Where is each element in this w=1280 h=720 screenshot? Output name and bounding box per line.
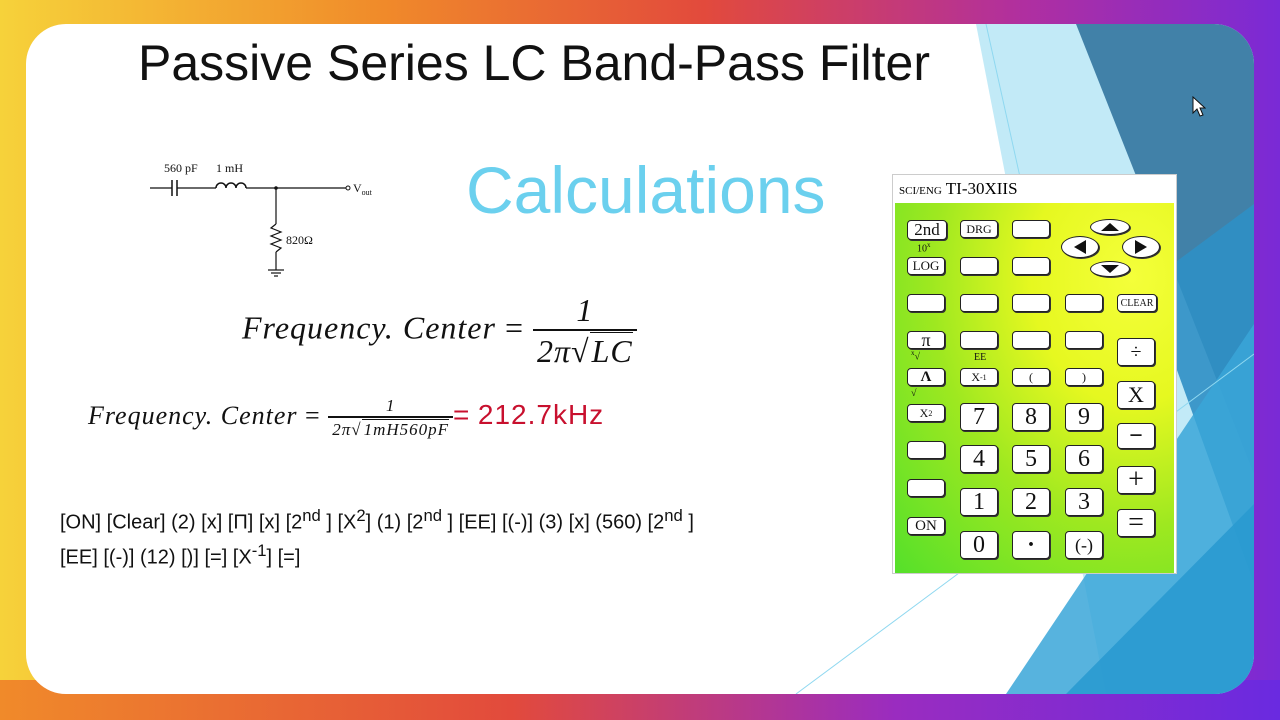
on-key[interactable]: ON bbox=[907, 517, 945, 535]
blank-key-r4c4[interactable] bbox=[1065, 331, 1103, 349]
power-key[interactable]: Λ bbox=[907, 368, 945, 386]
drg-key[interactable]: DRG bbox=[960, 220, 998, 238]
center-frequency-formula: Frequency. Center = 1 2π√LC bbox=[242, 292, 637, 370]
resistor-zigzag bbox=[269, 223, 283, 253]
second-key[interactable]: 2nd bbox=[907, 220, 947, 240]
blank-key-r8c1[interactable] bbox=[907, 479, 945, 497]
blank-key-r1c3[interactable] bbox=[1012, 220, 1050, 238]
pi-key[interactable]: π bbox=[907, 330, 945, 350]
result-value: 212.7kHz bbox=[477, 398, 605, 430]
digit-2-key[interactable]: 2 bbox=[1012, 488, 1050, 516]
divide-key[interactable]: ÷ bbox=[1117, 338, 1155, 366]
digit-1-key[interactable]: 1 bbox=[960, 488, 998, 516]
sqrt-icon: √ bbox=[351, 420, 362, 439]
mouse-pointer-icon bbox=[1192, 96, 1206, 117]
keystroke-line-1: [ON] [Clear] (2) [x] [Π] [x] [2nd ] [X2]… bbox=[60, 506, 694, 534]
sqrt-label: √ bbox=[911, 388, 917, 399]
arrow-down-icon[interactable] bbox=[1090, 261, 1130, 277]
inductor-coil bbox=[215, 182, 247, 189]
formula-fraction: 1 2π√LC bbox=[533, 292, 637, 370]
blank-key-r3c3[interactable] bbox=[1012, 294, 1050, 312]
digit-3-key[interactable]: 3 bbox=[1065, 488, 1103, 516]
substituted-numerator: 1 bbox=[385, 396, 396, 415]
formula-equals: = bbox=[504, 309, 524, 346]
digit-8-key[interactable]: 8 bbox=[1012, 403, 1050, 431]
digit-5-key[interactable]: 5 bbox=[1012, 445, 1050, 473]
substituted-equals: = bbox=[305, 400, 321, 430]
reciprocal-key[interactable]: X-1 bbox=[960, 368, 998, 386]
sqrt-icon: √ bbox=[571, 333, 590, 369]
slide-title: Passive Series LC Band-Pass Filter bbox=[138, 35, 930, 91]
digit-6-key[interactable]: 6 bbox=[1065, 445, 1103, 473]
clear-key[interactable]: CLEAR bbox=[1117, 294, 1157, 312]
center-frequency-substituted: Frequency. Center = 1 2π√1mH560pF = 212.… bbox=[88, 396, 604, 440]
resistor-label: 820Ω bbox=[286, 233, 313, 247]
blank-key-r3c1[interactable] bbox=[907, 294, 945, 312]
multiply-key[interactable]: X bbox=[1117, 381, 1155, 409]
calculator-keypad: 2nd DRG 10x LOG CLEAR π ÷ bbox=[895, 203, 1174, 573]
circuit-diagram: 560 pF 1 mH 820Ω Vout bbox=[150, 161, 373, 277]
decimal-key[interactable]: · bbox=[1012, 531, 1050, 559]
digit-4-key[interactable]: 4 bbox=[960, 445, 998, 473]
formula-lhs: Frequency. Center bbox=[242, 309, 496, 346]
equals-key[interactable]: = bbox=[1117, 507, 1155, 538]
result-equals: = bbox=[453, 398, 471, 430]
ten-x-label: 10x bbox=[917, 241, 931, 255]
substituted-denominator: 2π√1mH560pF bbox=[328, 416, 454, 440]
digit-7-key[interactable]: 7 bbox=[960, 403, 998, 431]
blank-key-r3c4[interactable] bbox=[1065, 294, 1103, 312]
blank-key-r4c2[interactable] bbox=[960, 331, 998, 349]
inductor-label: 1 mH bbox=[216, 161, 243, 175]
digit-9-key[interactable]: 9 bbox=[1065, 403, 1103, 431]
slide: Passive Series LC Band-Pass Filter Calcu… bbox=[26, 24, 1254, 694]
negative-key[interactable]: (-) bbox=[1065, 531, 1103, 559]
arrow-left-icon[interactable] bbox=[1061, 236, 1099, 258]
capacitor-label: 560 pF bbox=[164, 161, 198, 175]
substituted-fraction: 1 2π√1mH560pF bbox=[328, 396, 454, 440]
blank-key-r7c1[interactable] bbox=[907, 441, 945, 459]
close-paren-key[interactable]: ) bbox=[1065, 368, 1103, 386]
formula-numerator: 1 bbox=[576, 292, 594, 328]
keystroke-sequence: [ON] [Clear] (2) [x] [Π] [x] [2nd ] [X2]… bbox=[60, 502, 840, 571]
arrow-up-icon[interactable] bbox=[1090, 219, 1130, 235]
open-paren-key[interactable]: ( bbox=[1012, 368, 1050, 386]
substituted-lhs: Frequency. Center bbox=[88, 400, 298, 430]
formula-denominator: 2π√LC bbox=[533, 329, 637, 370]
blank-key-r4c3[interactable] bbox=[1012, 331, 1050, 349]
slide-subtitle: Calculations bbox=[466, 153, 826, 227]
root-x-label: x√ bbox=[911, 349, 920, 363]
blank-key-r2c2[interactable] bbox=[960, 257, 998, 275]
blank-key-r2c3[interactable] bbox=[1012, 257, 1050, 275]
minus-key[interactable]: − bbox=[1117, 423, 1155, 449]
plus-key[interactable]: + bbox=[1117, 464, 1155, 495]
ee-label: EE bbox=[974, 352, 987, 363]
arrow-right-icon[interactable] bbox=[1122, 236, 1160, 258]
digit-0-key[interactable]: 0 bbox=[960, 531, 998, 559]
blank-key-r3c2[interactable] bbox=[960, 294, 998, 312]
keystroke-line-2: [EE] [(-)] (12) [)] [=] [X-1] [=] bbox=[60, 540, 301, 569]
log-key[interactable]: LOG bbox=[907, 257, 945, 275]
output-label: Vout bbox=[353, 181, 373, 197]
